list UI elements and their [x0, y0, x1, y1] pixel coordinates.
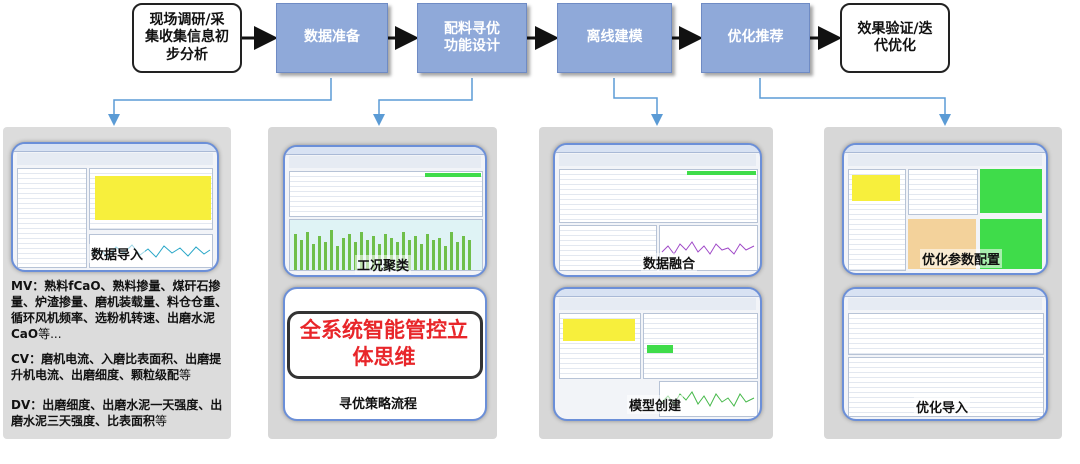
mv-text: 熟料fCaO、熟料掺量、煤矸石掺量、炉渣掺量、磨机装载量、料仓仓重、循环风机频率… — [11, 279, 228, 341]
flow-step-modeling: 离线建模 — [557, 3, 672, 73]
model-caption: 模型创建 — [627, 395, 684, 414]
panel-data-import: 数据导入 MV：熟料fCaO、熟料掺量、煤矸石掺量、炉渣掺量、磨机装载量、料仓仓… — [3, 127, 231, 439]
highlight-title: 全系统智能管控立体思维 — [300, 318, 468, 369]
flow-step-data-prep-label: 数据准备 — [304, 29, 360, 46]
flow-step-data-prep: 数据准备 — [276, 3, 388, 73]
dv-suffix: 等 — [155, 414, 168, 428]
flow-step-optimize-label: 优化推荐 — [727, 29, 784, 46]
flow-step-design-label: 配料寻优功能设计 — [444, 20, 500, 55]
flow-step-design: 配料寻优功能设计 — [417, 3, 527, 73]
opt-config-caption: 优化参数配置 — [920, 249, 1003, 268]
connector-optimize — [759, 78, 951, 126]
opt-import-screenshot: 优化导入 — [842, 287, 1048, 421]
data-import-caption: 数据导入 — [89, 244, 146, 263]
panel-modeling: 数据融合 模型创建 — [539, 127, 773, 439]
flow-step-verify: 效果验证/迭代优化 — [840, 3, 950, 73]
connector-modeling — [613, 78, 663, 126]
cluster-caption: 工况聚类 — [355, 255, 412, 274]
mv-suffix: 等... — [38, 327, 62, 341]
highlight-box: 全系统智能管控立体思维 — [287, 311, 483, 379]
cv-description: CV：磨机电流、入磨比表面积、出磨提升机电流、出磨细度、颗粒级配等 — [11, 351, 229, 383]
connector-design — [373, 78, 473, 126]
fusion-caption: 数据融合 — [641, 253, 698, 272]
strategy-screenshot: 全系统智能管控立体思维 寻优策略流程 — [283, 287, 487, 421]
cluster-screenshot: 工况聚类 — [283, 145, 487, 277]
mv-label: MV： — [11, 279, 45, 293]
dv-label: DV： — [11, 398, 43, 412]
dv-text: 出磨细度、出磨水泥一天强度、出磨水泥三天强度、比表面积 — [11, 398, 223, 428]
opt-config-screenshot: 优化参数配置 — [842, 143, 1048, 275]
opt-import-caption: 优化导入 — [914, 397, 971, 416]
connector-data-prep — [108, 78, 332, 126]
fusion-screenshot: 数据融合 — [553, 143, 762, 277]
strategy-caption: 寻优策略流程 — [337, 393, 420, 412]
panel-optimize: 优化参数配置 优化导入 — [824, 127, 1062, 439]
flow-step-modeling-label: 离线建模 — [586, 29, 643, 46]
flow-step-survey-label: 现场调研/采集收集信息初步分析 — [145, 11, 229, 63]
flow-step-verify-label: 效果验证/迭代优化 — [857, 20, 933, 55]
dv-description: DV：出磨细度、出磨水泥一天强度、出磨水泥三天强度、比表面积等 — [11, 397, 229, 429]
mv-description: MV：熟料fCaO、熟料掺量、煤矸石掺量、炉渣掺量、磨机装载量、料仓仓重、循环风… — [11, 278, 229, 342]
panel-design: 工况聚类 全系统智能管控立体思维 寻优策略流程 — [268, 127, 497, 439]
cv-label: CV： — [11, 352, 42, 366]
model-screenshot: 模型创建 — [553, 287, 762, 421]
flow-step-survey: 现场调研/采集收集信息初步分析 — [132, 3, 242, 73]
cv-text: 磨机电流、入磨比表面积、出磨提升机电流、出磨细度、颗粒级配 — [11, 352, 222, 382]
flow-step-optimize: 优化推荐 — [701, 3, 810, 73]
data-import-screenshot: 数据导入 — [11, 142, 219, 272]
cv-suffix: 等 — [179, 368, 192, 382]
